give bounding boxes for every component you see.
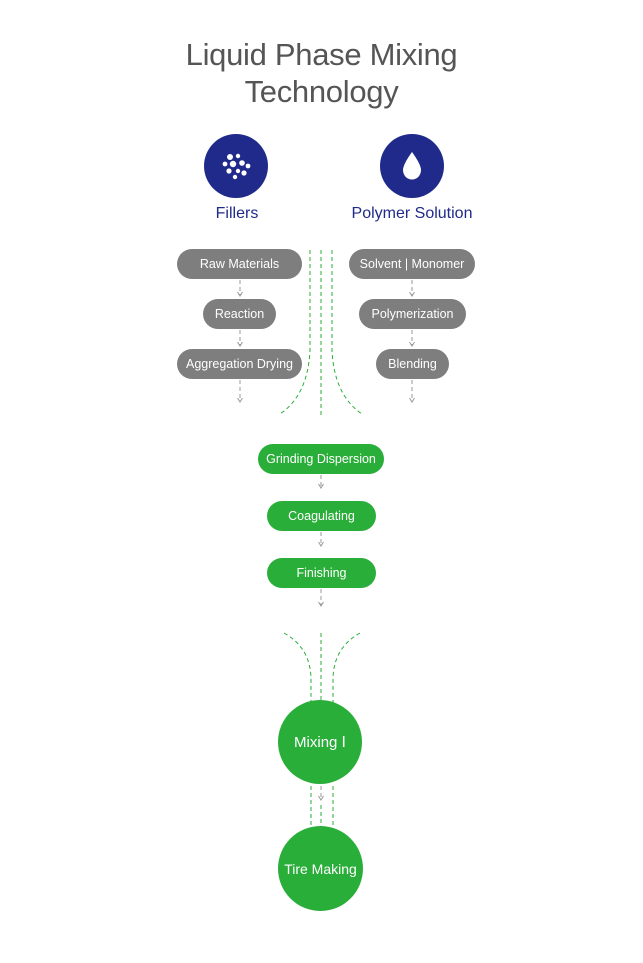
liquid-drop-icon <box>403 152 421 180</box>
molecule-cluster-icon <box>222 153 251 180</box>
diagram-title: Liquid Phase Mixing Technology <box>0 36 643 110</box>
step-finishing: Finishing <box>267 558 376 588</box>
step-polymerization: Polymerization <box>359 299 466 329</box>
step-reaction: Reaction <box>203 299 276 329</box>
step-solvent-monomer: Solvent | Monomer <box>349 249 475 279</box>
step-raw-materials: Raw Materials <box>177 249 302 279</box>
title-line-1: Liquid Phase Mixing <box>185 37 458 72</box>
step-coagulating: Coagulating <box>267 501 376 531</box>
title-line-2: Technology <box>244 74 399 109</box>
polymer-solution-label: Polymer Solution <box>351 205 473 222</box>
step-blending: Blending <box>376 349 449 379</box>
step-aggregation-drying: Aggregation Drying <box>177 349 302 379</box>
step-mixing: Mixing Ⅰ <box>278 700 362 784</box>
step-tire-making: Tire Making <box>278 826 363 911</box>
step-grinding-dispersion: Grinding Dispersion <box>258 444 384 474</box>
fillers-icon-badge <box>204 134 268 198</box>
fillers-label: Fillers <box>215 205 259 222</box>
polymer-solution-icon-badge <box>380 134 444 198</box>
